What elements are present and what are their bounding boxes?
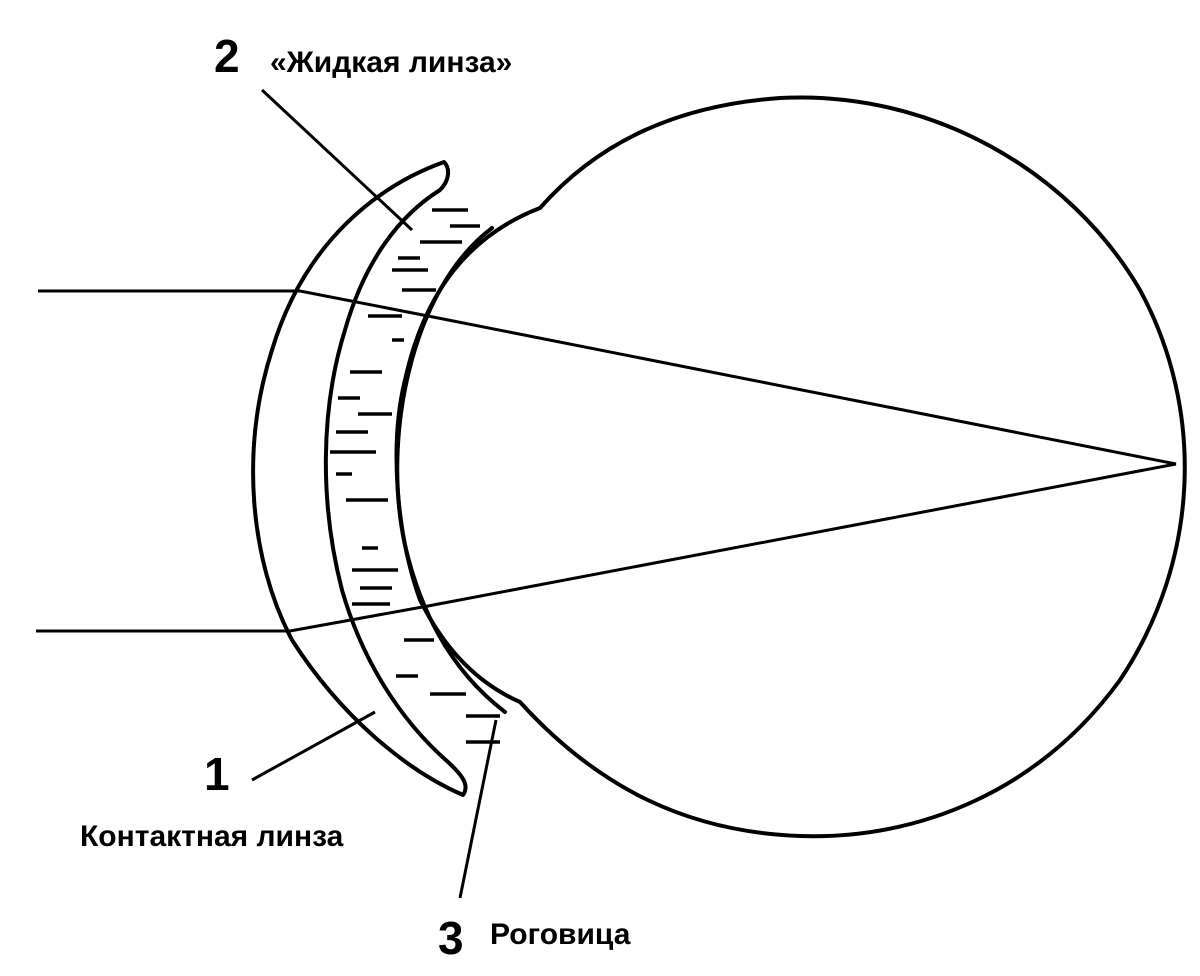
liquid-lens-hatching: [330, 208, 500, 744]
contact-lens-number: 1: [204, 748, 230, 800]
leader-line-liquid-lens: [260, 88, 414, 232]
liquid-lens-label: «Жидкая линза»: [270, 46, 512, 79]
contact-lens-label: Контактная линза: [80, 820, 344, 853]
cornea-label: Роговица: [490, 918, 631, 951]
cornea-number: 3: [438, 912, 464, 964]
contact-lens: [251, 160, 468, 797]
leader-line-cornea: [458, 719, 498, 899]
cornea-surface: [395, 226, 507, 714]
lower-light-ray: [36, 462, 1177, 633]
liquid-lens-number: 2: [214, 30, 240, 82]
eyeball-outline: [394, 95, 1187, 839]
upper-light-ray: [38, 289, 1177, 466]
leader-line-contact-lens: [251, 710, 376, 782]
